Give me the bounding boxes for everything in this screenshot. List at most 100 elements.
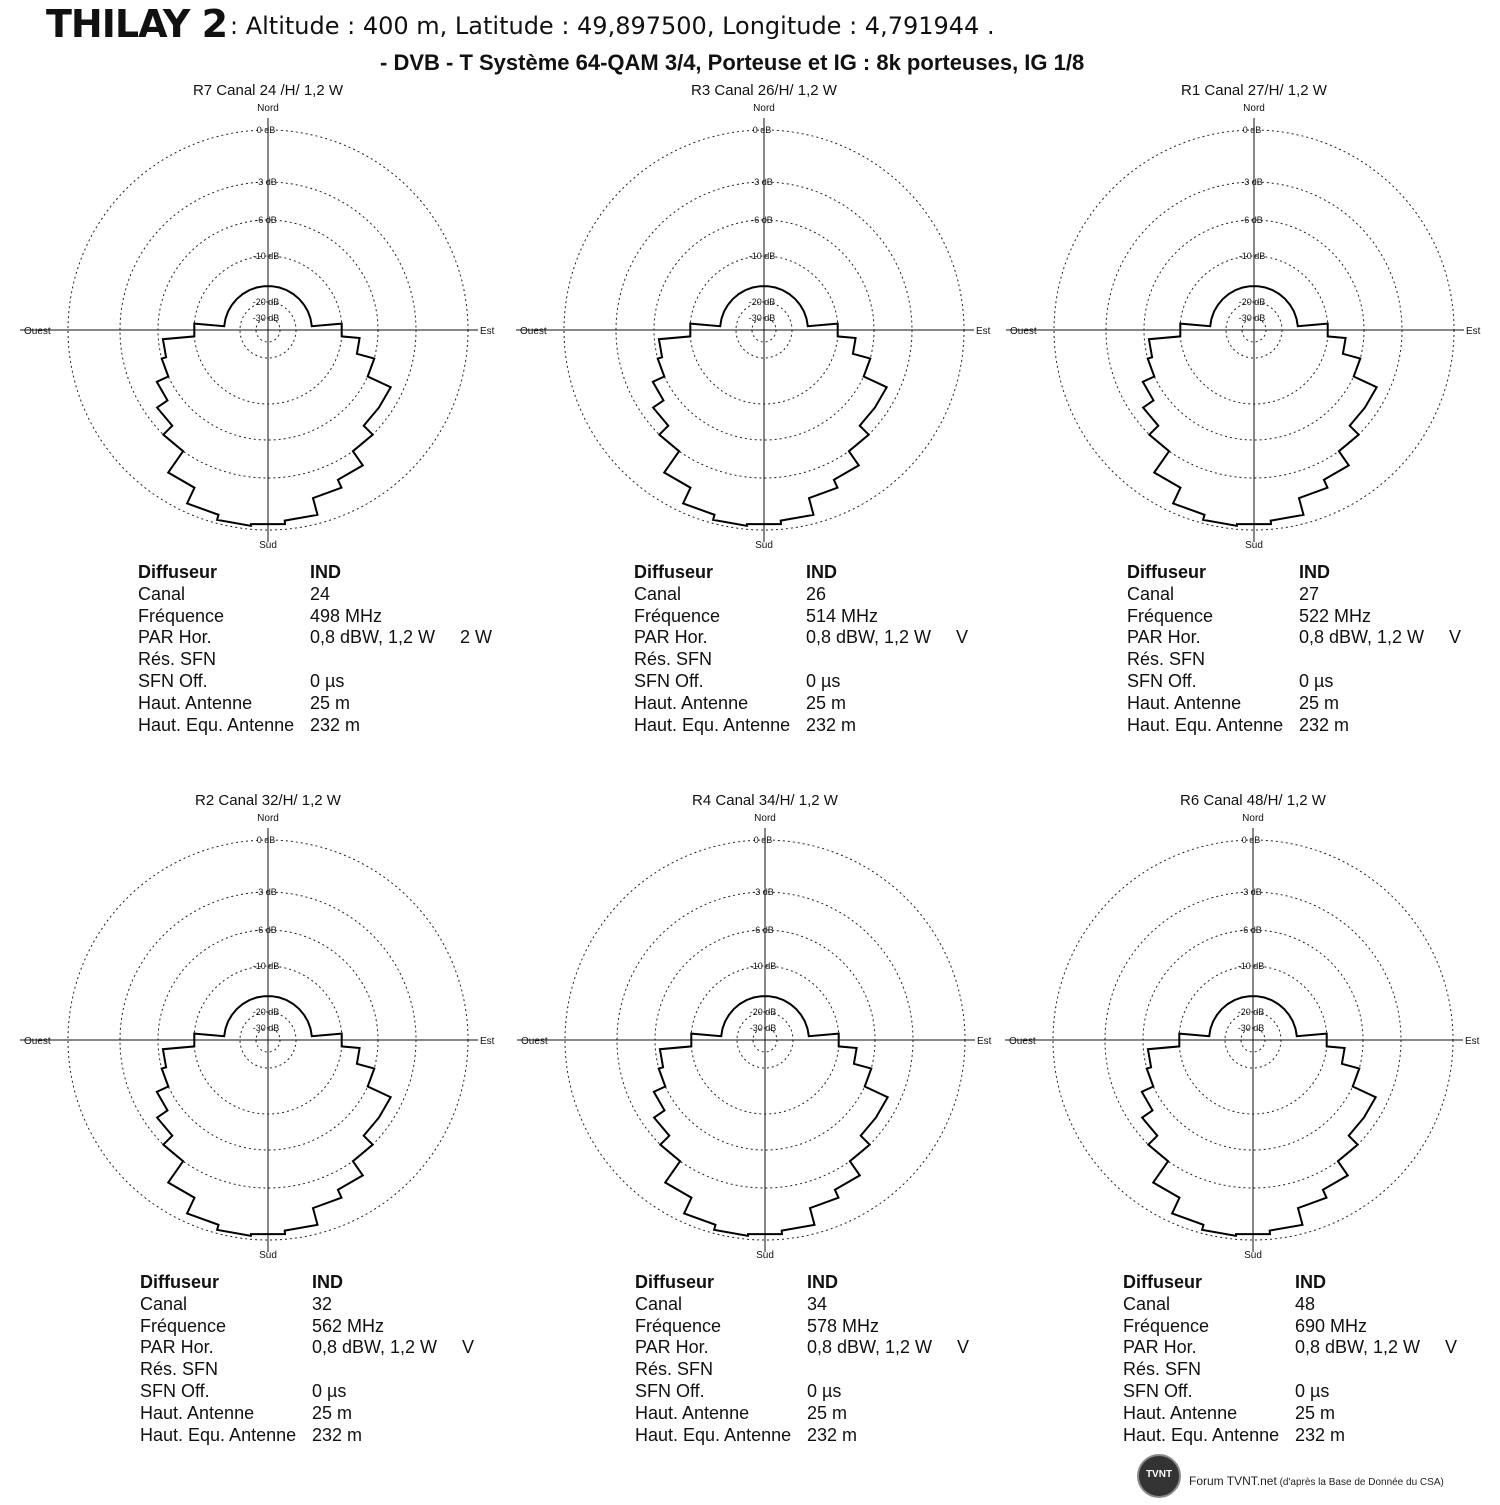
clipped-text-fragment: V xyxy=(956,627,969,648)
table-label: Rés. SFN xyxy=(634,649,713,670)
table-label: Canal xyxy=(634,583,682,604)
table-value: 25 m xyxy=(310,692,351,713)
ring-label: -6 dB xyxy=(751,215,773,225)
table-label: Canal xyxy=(138,583,186,604)
table-value: IND xyxy=(807,1272,838,1292)
table-label: PAR Hor. xyxy=(635,1337,709,1358)
clipped-text-fragment: 2 W xyxy=(460,627,493,648)
table-label: Canal xyxy=(635,1293,683,1314)
table-value: 0,8 dBW, 1,2 W xyxy=(310,627,436,648)
table-label: Canal xyxy=(1123,1293,1171,1314)
label-sud: Sud xyxy=(1245,540,1263,551)
label-est: Est xyxy=(1466,326,1481,337)
table-label: Fréquence xyxy=(140,1315,227,1336)
table-label: Diffuseur xyxy=(1123,1272,1203,1292)
panel-title: R7 Canal 24 /H/ 1,2 W xyxy=(192,82,344,99)
ring-label: -30 dB xyxy=(750,1023,777,1033)
clipped-text-fragment: V xyxy=(1445,1337,1458,1358)
ring-label: -20 dB xyxy=(749,297,776,307)
table-label: Haut. Equ. Antenne xyxy=(138,714,295,735)
table-value: IND xyxy=(310,562,341,582)
clipped-text-fragment: V xyxy=(462,1337,475,1358)
table-value: 522 MHz xyxy=(1299,605,1372,626)
table-label: SFN Off. xyxy=(138,670,208,691)
ring-label: -3 dB xyxy=(751,177,773,187)
table-label: Rés. SFN xyxy=(140,1359,219,1380)
footer-credit: TVNT Forum TVNT.net (d'après la Base de … xyxy=(1137,1452,1500,1500)
ring-label: -10 dB xyxy=(749,251,776,261)
table-value: 232 m xyxy=(1299,714,1350,735)
table-label: Haut. Equ. Antenne xyxy=(635,1424,792,1445)
table-label: Fréquence xyxy=(1123,1315,1210,1336)
ring-label: -30 dB xyxy=(253,1023,280,1033)
ring-label: -6 dB xyxy=(255,925,277,935)
table-label: Haut. Antenne xyxy=(635,1402,750,1423)
table-value: 0,8 dBW, 1,2 W xyxy=(312,1337,438,1358)
credit-text: Forum TVNT.net (d'après la Base de Donné… xyxy=(1189,1474,1444,1488)
table-label: PAR Hor. xyxy=(634,627,708,648)
table-label: SFN Off. xyxy=(1127,670,1197,691)
label-ouest: Ouest xyxy=(521,1036,548,1047)
table-value: IND xyxy=(806,562,837,582)
table-label: PAR Hor. xyxy=(138,627,212,648)
table-label: Fréquence xyxy=(634,605,721,626)
label-nord: Nord xyxy=(257,103,279,114)
table-label: Rés. SFN xyxy=(635,1359,714,1380)
antenna-pattern xyxy=(651,285,889,527)
table-value: 562 MHz xyxy=(312,1315,385,1336)
table-label: Haut. Equ. Antenne xyxy=(1123,1424,1280,1445)
table-value: 232 m xyxy=(310,714,361,735)
table-value: 232 m xyxy=(1295,1424,1346,1445)
table-label: SFN Off. xyxy=(634,670,704,691)
ring-label: -6 dB xyxy=(752,925,774,935)
label-ouest: Ouest xyxy=(1010,326,1037,337)
table-label: Diffuseur xyxy=(1127,562,1207,582)
ring-label: -20 dB xyxy=(253,1007,280,1017)
broadcast-system: - DVB - T Système 64-QAM 3/4, Porteuse e… xyxy=(380,50,1085,75)
table-value: IND xyxy=(1299,562,1330,582)
site-coordinates: : Altitude : 400 m, Latitude : 49,897500… xyxy=(230,12,995,40)
table-label: SFN Off. xyxy=(140,1380,210,1401)
ring-label: 0 dB xyxy=(753,125,772,135)
table-value: 25 m xyxy=(312,1402,353,1423)
table-label: Rés. SFN xyxy=(1123,1359,1202,1380)
table-label: PAR Hor. xyxy=(1127,627,1201,648)
table-label: Rés. SFN xyxy=(1127,649,1206,670)
ring-label: -6 dB xyxy=(255,215,277,225)
table-value: 232 m xyxy=(807,1424,858,1445)
tvnt-logo: TVNT xyxy=(1137,1454,1181,1498)
table-value: 0 µs xyxy=(1295,1380,1330,1401)
table-label: Haut. Equ. Antenne xyxy=(634,714,791,735)
table-value: IND xyxy=(312,1272,343,1292)
ring-label: -20 dB xyxy=(750,1007,777,1017)
ring-label: -6 dB xyxy=(1241,215,1263,225)
table-value: 514 MHz xyxy=(806,605,879,626)
ring-label: -30 dB xyxy=(253,313,280,323)
clipped-text-fragment: V xyxy=(957,1337,970,1358)
label-nord: Nord xyxy=(257,813,279,824)
table-value: 34 xyxy=(807,1293,828,1314)
ring-label: -3 dB xyxy=(255,887,277,897)
ring-label: -10 dB xyxy=(253,251,280,261)
panel-title: R6 Canal 48/H/ 1,2 W xyxy=(1180,792,1326,809)
antenna-pattern xyxy=(1140,995,1378,1237)
ring-label: -3 dB xyxy=(752,887,774,897)
table-value: 0 µs xyxy=(1299,670,1334,691)
ring-label: 0 dB xyxy=(257,125,276,135)
ring-label: -20 dB xyxy=(1238,1007,1265,1017)
ring-label: -30 dB xyxy=(1238,1023,1265,1033)
label-sud: Sud xyxy=(755,540,773,551)
table-value: 0 µs xyxy=(806,670,841,691)
table-value: 690 MHz xyxy=(1295,1315,1368,1336)
table-label: Haut. Antenne xyxy=(634,692,749,713)
ring-label: 0 dB xyxy=(1242,835,1261,845)
table-value: 25 m xyxy=(1295,1402,1336,1423)
table-value: 578 MHz xyxy=(807,1315,880,1336)
label-ouest: Ouest xyxy=(1009,1036,1036,1047)
label-est: Est xyxy=(976,326,991,337)
